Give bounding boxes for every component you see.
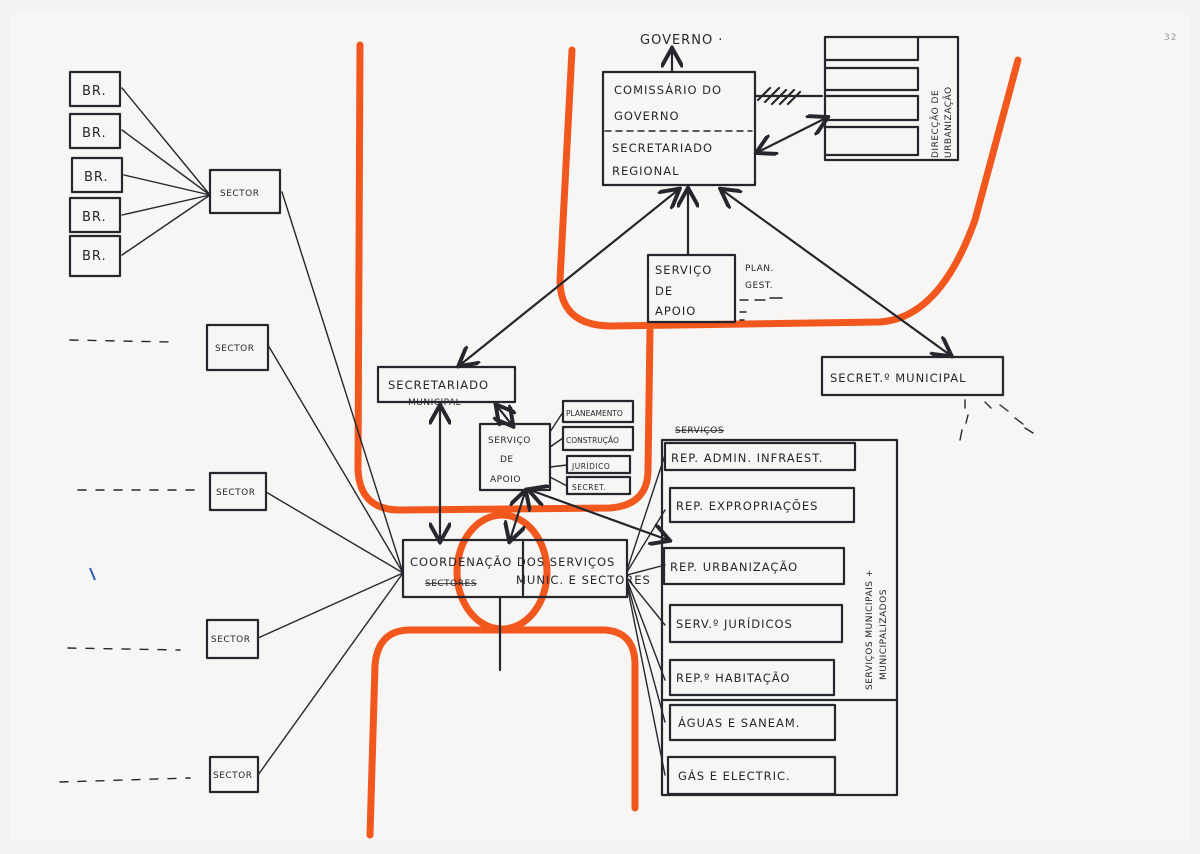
coordenacao-struck: SECTORES	[425, 579, 477, 589]
service-box	[666, 755, 837, 796]
services-header-struck: SERVIÇOS	[675, 426, 724, 436]
servico-apoio-regional-line1: SERVIÇO	[655, 263, 712, 277]
arrow-apoio-coord	[510, 492, 525, 540]
comissario-line1: COMISSÁRIO DO	[614, 82, 722, 97]
service-label: ÁGUAS E SANEAM.	[678, 715, 800, 730]
direccao-line1: DIRECÇÃO DE	[930, 90, 941, 158]
br-label: BR.	[84, 170, 109, 185]
comissario-line2: GOVERNO	[614, 109, 680, 123]
direccao-line2: URBANIZAÇÃO	[943, 86, 954, 158]
service-label: REP.º HABITAÇÃO	[676, 670, 790, 685]
secretariado-municipal-box	[376, 365, 517, 404]
servico-apoio-line3: APOIO	[490, 475, 521, 485]
secretariado-regional-line2: REGIONAL	[612, 164, 680, 178]
struck-link	[753, 86, 824, 106]
apoio-note-plan: PLAN.	[745, 264, 774, 274]
apoio-note-gest: GEST.	[745, 281, 773, 291]
secretariado-municipal-line2: MUNICIPAL	[408, 398, 461, 408]
arrow-secmun-comissario	[460, 190, 678, 365]
secret-municipal-label: SECRET.º MUNICIPAL	[830, 371, 966, 385]
services-group-line2: MUNICIPALIZADOS	[879, 589, 889, 680]
coordenacao-line2: MUNIC. E SECTORES	[516, 573, 651, 587]
service-box	[668, 486, 856, 524]
service-label: SERV.º JURÍDICOS	[676, 616, 793, 631]
service-label: GÁS E ELECTRIC.	[678, 768, 791, 783]
arrow-secmun-apoio	[497, 406, 512, 425]
sector-label: SECTOR	[220, 189, 260, 199]
sector-box	[205, 323, 270, 372]
services-list: REP. ADMIN. INFRAEST. REP. EXPROPRIAÇÕES…	[662, 441, 857, 796]
sector-label: SECTOR	[211, 635, 251, 645]
service-box	[668, 703, 837, 742]
servico-apoio-line2: DE	[500, 455, 514, 465]
sector-links	[257, 191, 404, 776]
service-label: REP. ADMIN. INFRAEST.	[671, 451, 824, 465]
boundary-lower	[366, 626, 639, 839]
br-label: BR.	[82, 210, 107, 225]
sector-box	[205, 618, 260, 660]
dashed-continuations	[59, 339, 196, 783]
servico-apoio-regional-line2: DE	[655, 284, 673, 298]
service-box	[662, 546, 846, 586]
br-label: BR.	[82, 126, 107, 141]
coordenacao-line1: COORDENAÇÃO DOS SERVIÇOS	[410, 554, 615, 569]
secretariado-municipal-line1: SECRETARIADO	[388, 378, 489, 392]
br-boxes: BR. BR. BR. BR. BR.	[68, 70, 211, 278]
apoio-unit: JURÍDICO	[571, 462, 610, 471]
br-label: BR.	[82, 249, 107, 264]
secret-municipal-box	[820, 355, 1005, 397]
direccao-box: DIRECÇÃO DE URBANIZAÇÃO	[823, 35, 960, 162]
sector-label: SECTOR	[215, 344, 255, 354]
apoio-unit: CONSTRUÇÃO	[566, 436, 619, 445]
servico-apoio-regional-line3: APOIO	[655, 304, 696, 318]
sector-label: SECTOR	[213, 771, 253, 781]
stray-mark	[89, 567, 96, 581]
page-number: 32	[1164, 33, 1177, 43]
service-box	[668, 603, 844, 644]
dashes	[959, 399, 1034, 441]
apoio-unit: SECRET.	[572, 483, 606, 492]
sector-box	[208, 168, 282, 215]
br-label: BR.	[82, 84, 107, 99]
arrow-regional-direccao	[758, 118, 826, 152]
service-label: REP. URBANIZAÇÃO	[670, 559, 798, 574]
services-group-line1: SERVIÇOS MUNICIPAIS +	[865, 569, 875, 690]
sector-label: SECTOR	[216, 488, 256, 498]
apoio-unit: PLANEAMENTO	[566, 409, 623, 418]
arrow-comissario-secretmun	[722, 190, 950, 355]
service-box	[668, 658, 836, 697]
arrow-apoio-services	[530, 490, 668, 540]
servico-apoio-line1: SERVIÇO	[488, 436, 531, 446]
governo-label: GOVERNO ·	[640, 33, 723, 48]
service-label: REP. EXPROPRIAÇÕES	[676, 498, 818, 513]
service-links	[626, 454, 666, 776]
secretariado-regional-line1: SECRETARIADO	[612, 141, 713, 155]
service-box	[663, 441, 857, 472]
